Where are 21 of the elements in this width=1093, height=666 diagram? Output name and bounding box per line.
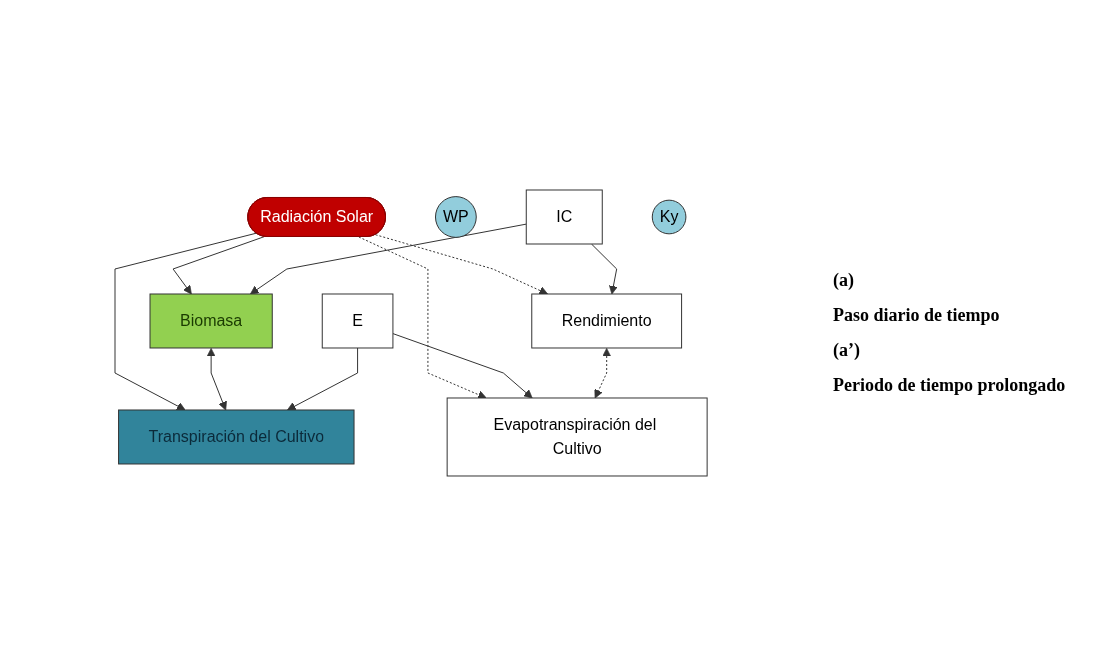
node-box: E <box>322 293 394 349</box>
note-label: (a’) <box>833 340 861 361</box>
arrow <box>591 243 619 295</box>
note-label: (a) <box>833 270 855 291</box>
node-box: Transpiración del Cultivo <box>118 409 355 465</box>
node-circle: Ky <box>652 199 687 235</box>
arrow <box>173 236 266 295</box>
arrow <box>250 223 528 295</box>
node-box: IC <box>526 189 604 245</box>
arrow <box>392 333 533 399</box>
node-box: Evapotranspiración del Cultivo <box>447 397 709 477</box>
note-label: Paso diario de tiempo <box>833 305 1001 326</box>
arrow <box>207 348 228 411</box>
node-box: Rendimiento <box>531 293 683 349</box>
arrow <box>114 232 258 411</box>
note-label: Periodo de tiempo prolongado <box>833 375 1067 396</box>
arrow <box>594 348 612 399</box>
node-box: Biomasa <box>149 293 274 349</box>
arrow <box>287 347 359 411</box>
arrow <box>375 234 549 295</box>
node-circle: WP <box>435 196 478 238</box>
